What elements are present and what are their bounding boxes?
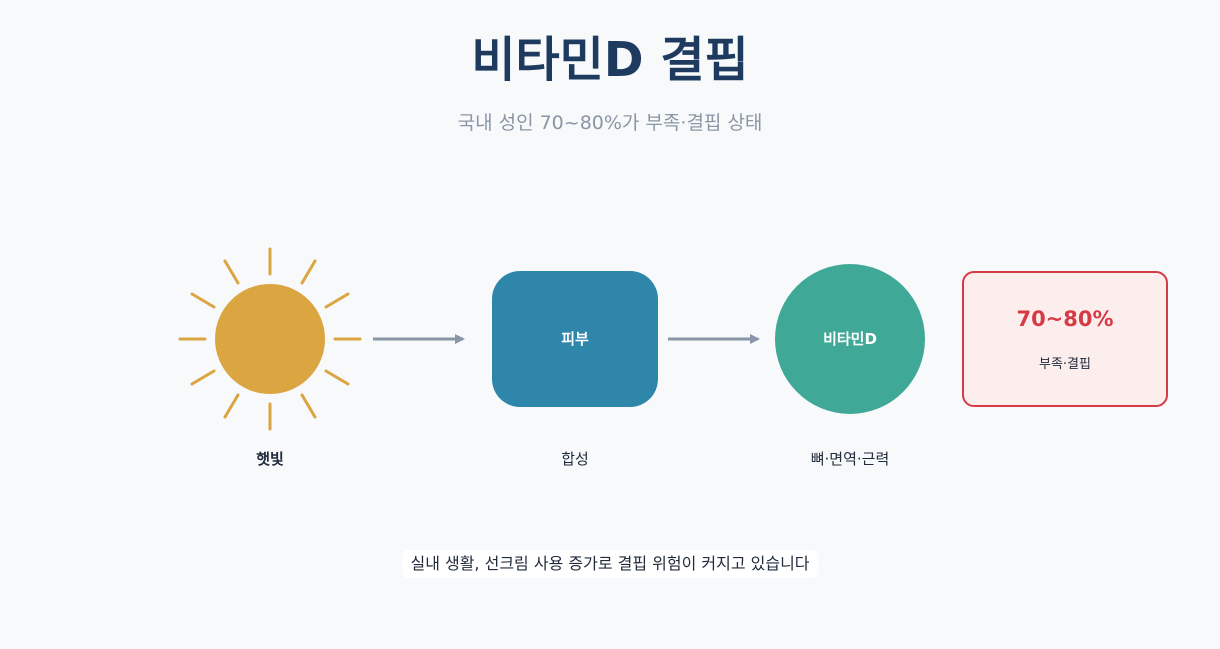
skin-node-label: 피부: [561, 330, 589, 348]
vitamin-node-label: 비타민D: [823, 330, 877, 348]
sun-ray: [223, 393, 240, 419]
sun-ray: [190, 292, 216, 309]
skin-caption: 합성: [561, 450, 589, 468]
sun-ray: [300, 259, 317, 285]
skin-node: [492, 271, 658, 407]
sun-disc: [215, 284, 325, 394]
sun-caption: 햇빛: [256, 450, 284, 468]
page-subtitle: 국내 성인 70~80%가 부족·결핍 상태: [457, 112, 763, 134]
sun-ray: [300, 393, 317, 419]
sun-ray: [223, 259, 240, 285]
vitamin-node: [775, 264, 925, 414]
footer-note: 실내 생활, 선크림 사용 증가로 결핍 위험이 커지고 있습니다: [402, 550, 818, 578]
page-title: 비타민D 결핍: [471, 32, 749, 88]
sun-icon: [178, 247, 362, 431]
sun-ray: [190, 369, 216, 386]
vitamin-caption: 뼈·면역·근력: [810, 450, 890, 468]
sun-ray: [324, 292, 350, 309]
stat-card: 70~80% 부족·결핍: [962, 271, 1168, 407]
stat-value: 70~80%: [1016, 307, 1114, 331]
stat-label: 부족·결핍: [1039, 357, 1091, 372]
sun-ray: [324, 369, 350, 386]
